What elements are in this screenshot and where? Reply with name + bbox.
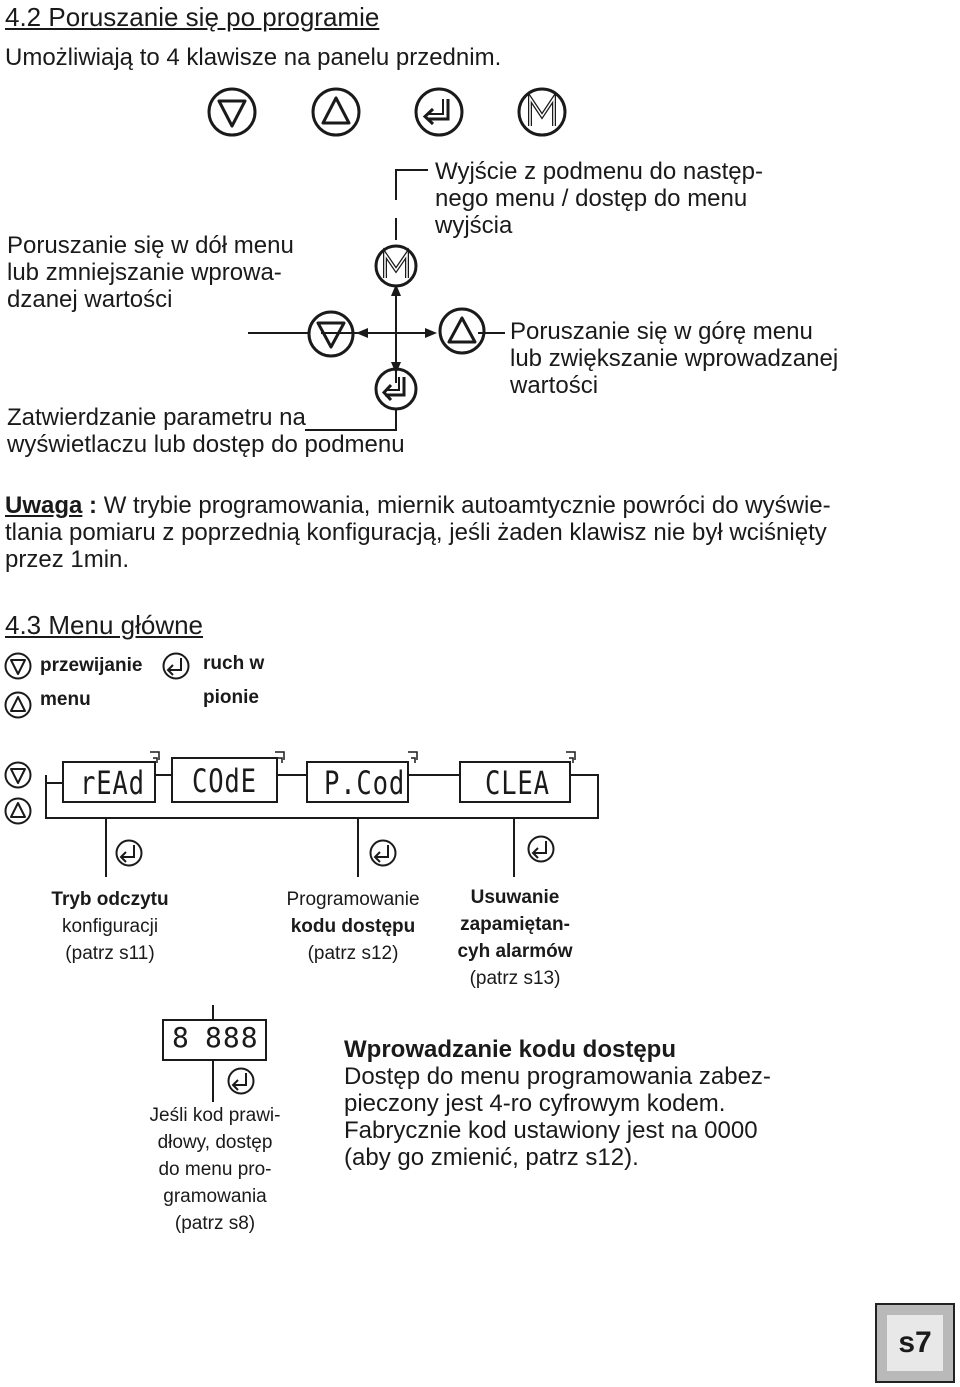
note: Uwaga : W trybie programowania, miernik … [5,492,831,573]
down-key-icon [207,87,257,137]
menu-item-read: rEAd [80,764,145,802]
label-enter: Zatwierdzanie parametru na wyświetlaczu … [7,404,405,458]
code-enter-icon [369,839,397,867]
desc-clea: Usuwanie zapamiętan- cyh alarmów (patrz … [457,887,573,989]
strip-up-icon [4,797,32,825]
strip-down-icon [4,761,32,789]
menu-item-clea: CLEA [485,764,550,802]
legend-enter-icon [162,652,190,680]
legend-menu: menu [40,689,91,710]
section-42-title: 4.2 Poruszanie się po programie [5,2,380,32]
legend-down-icon [4,652,32,680]
legend-up-icon [4,691,32,719]
code-enter-confirm-icon [227,1067,255,1095]
legend-scroll: przewijanie [40,655,143,676]
code-entry-info: Wprowadzanie kodu dostępu Dostęp do menu… [344,1036,771,1171]
legend-ruch: ruch w [203,653,265,674]
page-number: s7 [887,1315,943,1371]
read-enter-icon [115,839,143,867]
up-key-icon [311,87,361,137]
desc-read: Tryb odczytu konfiguracji (patrz s11) [51,889,169,964]
enter-key-icon [414,87,464,137]
keys-diagram-lines [248,169,505,431]
legend-pionie: pionie [203,687,259,708]
label-down: Poruszanie się w dół menu lub zmniejszan… [7,232,294,313]
diagram-menu-key-icon [374,244,418,288]
label-exit: Wyjście z podmenu do następ- nego menu /… [435,158,763,239]
diagram-down-key-icon [307,310,355,358]
diagram-up-key-icon [438,307,486,355]
code-entry-title: Wprowadzanie kodu dostępu [344,1036,677,1063]
diagram-enter-key-icon [374,367,418,411]
desc-code: Programowanie kodu dostępu (patrz s12) [286,889,420,964]
menu-item-pcod: P.Cod [324,764,406,802]
menu-key-icon [517,87,567,137]
code-display-first: 8 [172,1021,190,1054]
section-42-intro: Umożliwiają to 4 klawisze na panelu prze… [5,44,502,71]
page-number-box: s7 [875,1303,955,1383]
section-43-title: 4.3 Menu główne [5,610,204,640]
label-up: Poruszanie się w górę menu lub zwiększan… [510,318,839,399]
note-label: Uwaga [5,492,83,519]
menu-item-code: COdE [192,762,257,800]
clea-enter-icon [527,835,555,863]
code-result: Jeśli kod prawi- dłowy, dostęp do menu p… [149,1105,281,1234]
code-display-rest: 888 [205,1021,259,1054]
